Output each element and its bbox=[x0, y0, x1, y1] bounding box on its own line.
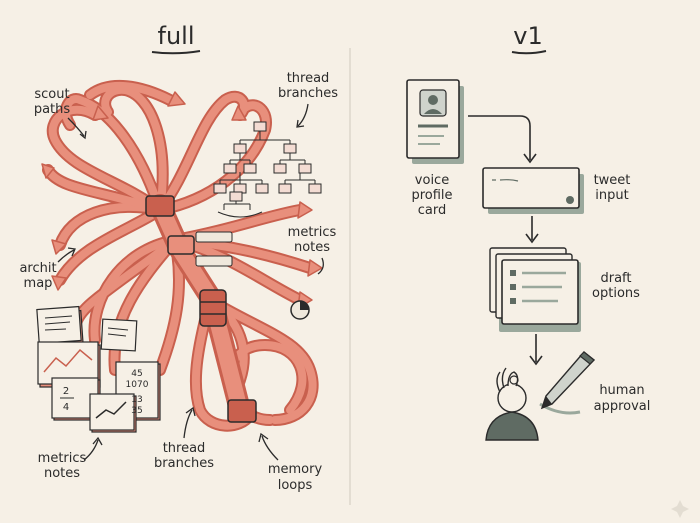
v1-title: v1 bbox=[513, 22, 542, 50]
svg-text:paths: paths bbox=[34, 102, 71, 117]
full-title: full bbox=[158, 22, 195, 50]
svg-text:options: options bbox=[592, 286, 640, 301]
label-thread-branches-bottom: thread branches bbox=[154, 406, 214, 471]
svg-text:approval: approval bbox=[594, 399, 651, 414]
label-scout-paths: scout paths bbox=[34, 87, 87, 140]
svg-text:map: map bbox=[24, 276, 53, 291]
arrow-card-to-tweet bbox=[468, 115, 537, 164]
note-fraction-bottom: 4 bbox=[63, 402, 69, 413]
label-tweet-input: tweet input bbox=[594, 173, 631, 203]
svg-text:metrics: metrics bbox=[288, 225, 337, 240]
label-memory-loops: memory loops bbox=[258, 432, 323, 493]
thread-tree bbox=[213, 121, 322, 218]
note-fraction-top: 2 bbox=[63, 386, 69, 397]
svg-text:thread: thread bbox=[163, 441, 206, 456]
arrow-drafts-to-human bbox=[529, 334, 543, 366]
svg-text:profile: profile bbox=[411, 188, 452, 203]
sparkle-icon bbox=[671, 500, 689, 518]
label-human-approval: human approval bbox=[594, 383, 651, 414]
svg-text:voice: voice bbox=[415, 173, 449, 188]
note-number-13: 13 bbox=[131, 395, 142, 405]
svg-text:card: card bbox=[418, 203, 446, 218]
svg-text:metrics: metrics bbox=[38, 451, 87, 466]
svg-text:tweet: tweet bbox=[594, 173, 631, 188]
svg-text:branches: branches bbox=[278, 86, 338, 101]
note-number-45: 45 bbox=[131, 369, 142, 379]
arrow-tweet-to-drafts bbox=[525, 216, 539, 244]
label-metrics-notes-bottom: metrics notes bbox=[38, 436, 103, 481]
human-approval-figure bbox=[485, 367, 539, 441]
label-thread-branches-top: thread branches bbox=[278, 71, 338, 128]
svg-text:notes: notes bbox=[44, 466, 80, 481]
label-archit-map: archit map bbox=[19, 247, 76, 291]
metrics-notes-cluster: 2 4 45 1070 13 35 bbox=[36, 305, 161, 433]
left-panel-title: full bbox=[151, 22, 201, 55]
label-metrics-notes-right: metrics notes bbox=[288, 225, 337, 275]
right-panel-title: v1 bbox=[511, 22, 547, 55]
label-voice-profile-card: voice profile card bbox=[411, 173, 452, 218]
note-number-35: 35 bbox=[131, 406, 142, 416]
tangle-nodes bbox=[145, 195, 310, 423]
svg-text:input: input bbox=[595, 188, 628, 203]
pencil-icon bbox=[539, 351, 596, 415]
svg-text:loops: loops bbox=[278, 478, 313, 493]
svg-text:draft: draft bbox=[600, 271, 631, 286]
voice-profile-card bbox=[406, 79, 464, 164]
svg-text:branches: branches bbox=[154, 456, 214, 471]
note-number-1070: 1070 bbox=[126, 380, 149, 390]
svg-text:thread: thread bbox=[287, 71, 330, 86]
svg-text:archit: archit bbox=[19, 261, 56, 276]
svg-text:memory: memory bbox=[268, 462, 323, 477]
tweet-input-box bbox=[482, 167, 584, 214]
label-draft-options: draft options bbox=[592, 271, 640, 301]
svg-text:scout: scout bbox=[34, 87, 69, 102]
svg-text:notes: notes bbox=[294, 240, 330, 255]
draft-options-stack bbox=[489, 247, 581, 332]
svg-text:human: human bbox=[599, 383, 644, 398]
tangle-arrows bbox=[41, 79, 323, 432]
